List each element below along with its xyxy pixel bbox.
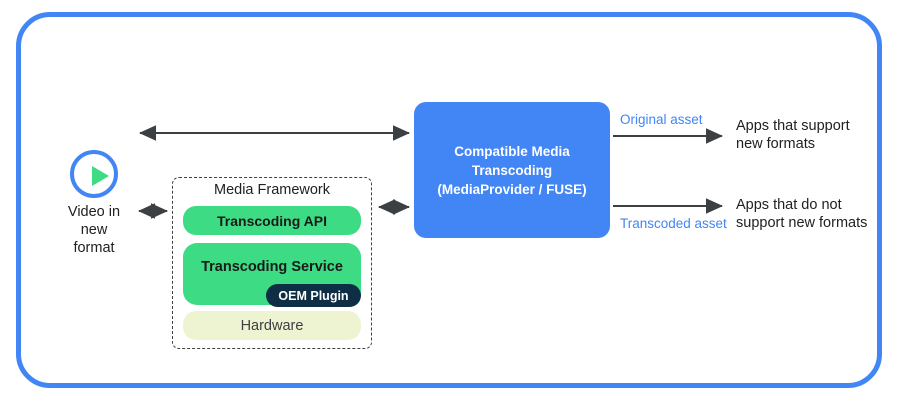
video-source-caption: Video in new format [44, 203, 144, 257]
center-line-2: Transcoding [471, 162, 553, 178]
transcoding-api-block: Transcoding API [183, 206, 361, 235]
center-line-1: Compatible Media [454, 143, 570, 159]
video-caption-line-1: Video in [67, 204, 121, 220]
hardware-block: Hardware [183, 311, 361, 340]
compatible-media-transcoding-box: Compatible Media Transcoding (MediaProvi… [414, 102, 610, 238]
oem-plugin-badge: OEM Plugin [266, 284, 361, 307]
transcoded-asset-label: Transcoded asset [620, 216, 727, 231]
apps-bottom-line-2: support new formats [736, 215, 868, 231]
apps-bottom-line-1: Apps that do not [736, 197, 842, 213]
outer-frame [16, 12, 882, 388]
original-asset-label: Original asset [620, 112, 703, 127]
play-triangle-icon [92, 166, 109, 186]
apps-top-line-2: new formats [736, 136, 815, 152]
apps-top-line-1: Apps that support [736, 118, 850, 134]
video-caption-line-3: format [73, 240, 115, 256]
video-caption-line-2: new [80, 222, 108, 238]
apps-not-supporting-new-formats-label: Apps that do not support new formats [736, 196, 867, 232]
center-line-3: (MediaProvider / FUSE) [437, 181, 587, 197]
apps-supporting-new-formats-label: Apps that support new formats [736, 117, 850, 153]
play-circle-icon [70, 150, 118, 198]
media-framework-box [172, 177, 372, 349]
media-framework-title: Media Framework [213, 182, 331, 198]
